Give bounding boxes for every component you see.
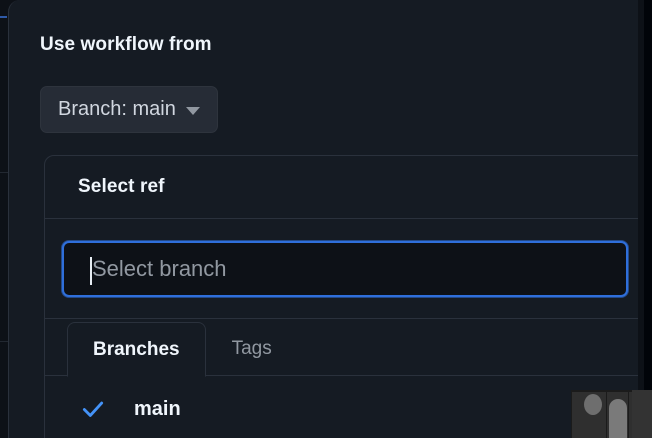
search-input-wrapper[interactable] [62, 240, 628, 297]
avatar-icon[interactable] [584, 394, 602, 415]
tab-tags[interactable]: Tags [231, 337, 272, 359]
chevron-down-icon [185, 107, 200, 115]
scrollbar-thumb[interactable] [609, 399, 627, 438]
list-item[interactable]: main [45, 386, 645, 432]
select-ref-search-row [45, 219, 645, 319]
text-caret [90, 256, 92, 285]
list-item-label: main [134, 397, 181, 420]
page-title: Use workflow from [40, 34, 212, 55]
background-separator-bottom [0, 341, 8, 342]
ref-list: main [45, 376, 645, 432]
ref-tablist: Branches Tags [45, 319, 645, 377]
branch-selector-label: Branch: main [58, 98, 176, 120]
background-separator-top [0, 172, 8, 173]
overlay-divider [606, 390, 607, 438]
check-icon [80, 396, 106, 422]
select-ref-header: Select ref [45, 156, 645, 219]
run-workflow-dialog: Use workflow from Branch: main Select re… [8, 0, 652, 438]
tab-branches[interactable]: Branches [67, 322, 206, 377]
overlay-right-divider [628, 390, 629, 438]
overlay-top-border [572, 390, 652, 392]
branch-selector-button[interactable]: Branch: main [40, 86, 218, 133]
right-outer-edge [644, 0, 652, 438]
select-ref-title: Select ref [78, 176, 165, 197]
select-ref-popover: Select ref Branches Tags [44, 155, 646, 438]
background-accent-line [0, 16, 7, 18]
search-input[interactable] [86, 242, 626, 295]
overlay-widget-strip [571, 390, 652, 438]
overlay-far-right-panel [632, 390, 652, 438]
